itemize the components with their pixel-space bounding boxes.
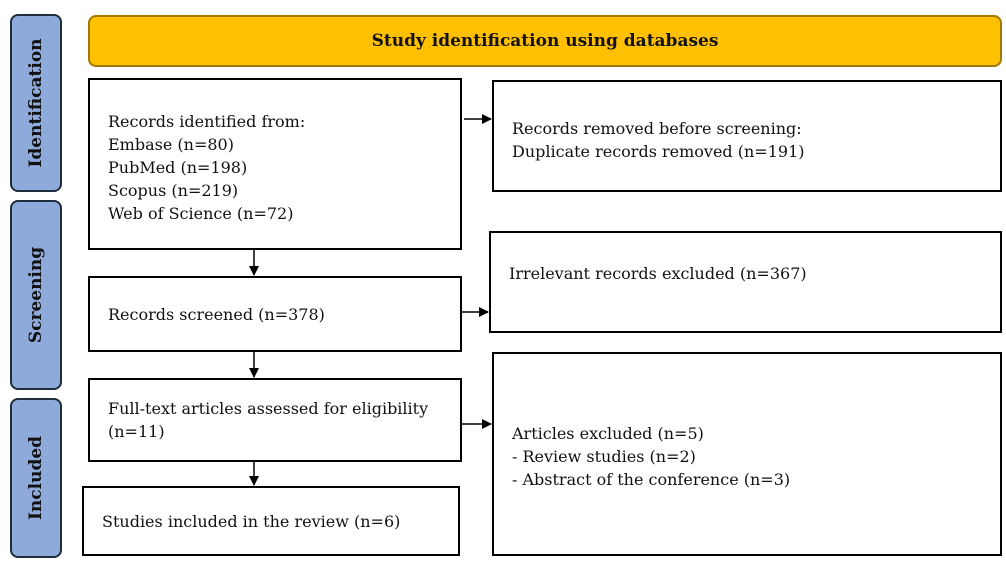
excluded-reason-review: - Review studies (n=2) bbox=[512, 447, 696, 466]
fulltext-assessed-box: Full-text articles assessed for eligibil… bbox=[88, 378, 462, 462]
banner: Study identification using databases bbox=[88, 15, 1002, 67]
records-removed-box: Records removed before screening: Duplic… bbox=[492, 80, 1002, 192]
records-identified-box: Records identified from: Embase (n=80) P… bbox=[88, 78, 462, 250]
records-screened-box: Records screened (n=378) bbox=[88, 276, 462, 352]
articles-excluded-heading: Articles excluded (n=5) bbox=[512, 424, 704, 443]
studies-included-text: Studies included in the review (n=6) bbox=[102, 511, 401, 531]
phase-included: Included bbox=[10, 398, 62, 558]
records-removed-heading: Records removed before screening: bbox=[512, 119, 802, 138]
records-identified-heading: Records identified from: bbox=[108, 112, 306, 131]
fulltext-assessed-line2: (n=11) bbox=[108, 422, 165, 441]
source-scopus: Scopus (n=219) bbox=[108, 181, 239, 200]
source-embase: Embase (n=80) bbox=[108, 135, 234, 154]
source-pubmed: PubMed (n=198) bbox=[108, 158, 248, 177]
phase-identification: Identification bbox=[10, 14, 62, 192]
records-removed-detail: Duplicate records removed (n=191) bbox=[512, 142, 805, 161]
articles-excluded-box: Articles excluded (n=5) - Review studies… bbox=[492, 352, 1002, 556]
fulltext-assessed-line1: Full-text articles assessed for eligibil… bbox=[108, 399, 429, 418]
banner-title: Study identification using databases bbox=[371, 31, 719, 51]
records-screened-text: Records screened (n=378) bbox=[108, 304, 325, 324]
excluded-reason-abstract: - Abstract of the conference (n=3) bbox=[512, 470, 791, 489]
irrelevant-excluded-text: Irrelevant records excluded (n=367) bbox=[509, 264, 807, 283]
studies-included-box: Studies included in the review (n=6) bbox=[82, 486, 460, 556]
source-web-of-science: Web of Science (n=72) bbox=[108, 204, 294, 223]
irrelevant-excluded-box: Irrelevant records excluded (n=367) bbox=[489, 231, 1002, 333]
phase-screening: Screening bbox=[10, 200, 62, 390]
